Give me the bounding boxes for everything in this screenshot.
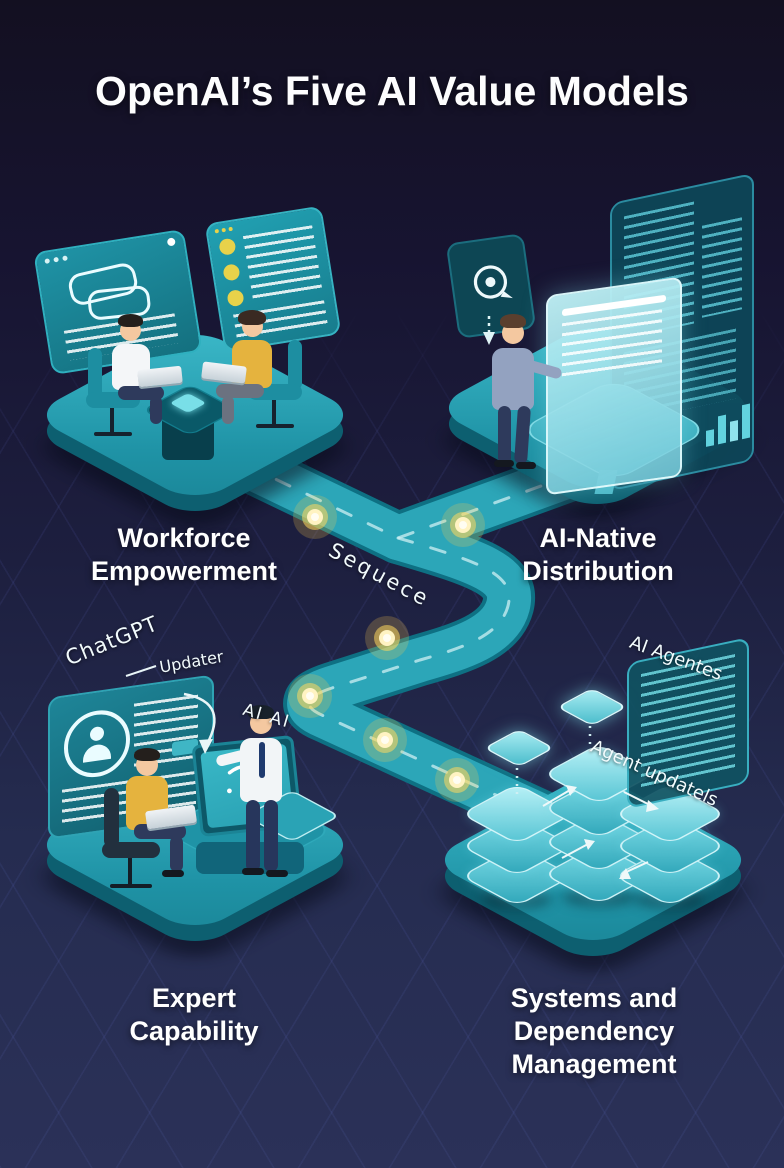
man-leg	[150, 396, 162, 424]
chair-seat	[102, 842, 160, 858]
chair-post	[272, 400, 276, 424]
avatar-icon	[64, 706, 130, 782]
bar	[742, 403, 750, 440]
person-shoe	[266, 870, 288, 877]
window-dot	[228, 226, 233, 232]
woman-leg	[222, 396, 234, 424]
person-leg	[170, 836, 183, 872]
window-dot	[214, 228, 220, 234]
screen-text-lines	[242, 225, 323, 304]
person-hair	[134, 748, 160, 761]
person-tie	[259, 742, 265, 778]
glass-monitor	[546, 276, 682, 496]
bullet-dot	[226, 288, 245, 308]
road-glow-dots	[288, 495, 485, 802]
window-dot	[44, 258, 51, 264]
window-dot	[53, 256, 59, 263]
bullet-dot	[222, 263, 241, 282]
person-torso	[492, 348, 534, 410]
man-hair	[118, 314, 143, 327]
chair-back	[104, 788, 119, 848]
chair-base	[94, 432, 132, 436]
chair-back	[288, 340, 302, 390]
woman-hair	[238, 310, 266, 325]
person-shoe	[162, 870, 184, 877]
bar	[730, 420, 738, 442]
person-shoe	[494, 460, 514, 467]
window-dot	[221, 227, 227, 233]
bullet-list-screen	[204, 205, 342, 353]
bullet-dot	[218, 237, 237, 256]
window-dot	[166, 237, 176, 247]
screen-text-lines	[562, 309, 662, 380]
window-dot	[62, 255, 68, 262]
chair-base	[110, 884, 152, 888]
ai-native-caption: AI-Native Distribution	[522, 523, 674, 586]
person-shoe	[516, 462, 536, 469]
person-hair	[248, 705, 274, 719]
avatar-head	[90, 725, 104, 742]
code-lines	[702, 217, 742, 318]
person-shoe	[242, 868, 264, 875]
target-icon-panel	[445, 233, 537, 339]
person-hair	[500, 314, 526, 328]
chat-bubble-doodle	[86, 284, 152, 321]
bar	[706, 429, 714, 447]
person-leg	[264, 800, 278, 872]
avatar-body	[83, 742, 111, 763]
chair-post	[128, 858, 132, 884]
person-leg	[246, 800, 260, 872]
systems-caption: Systems and Dependency Management	[510, 983, 678, 1079]
person-leg	[498, 406, 511, 464]
chair-post	[110, 408, 114, 432]
page-title: OpenAI’s Five AI Value Models	[95, 68, 689, 114]
woman-legs	[216, 384, 264, 398]
bar	[718, 414, 726, 445]
workforce-caption: Workforce Empowerment	[90, 523, 278, 586]
target-icon	[473, 265, 513, 299]
mini-bar-chart	[706, 403, 750, 447]
expert-caption: Expert Capability	[129, 983, 259, 1046]
chair-base	[256, 424, 294, 428]
chair-back	[88, 348, 102, 400]
